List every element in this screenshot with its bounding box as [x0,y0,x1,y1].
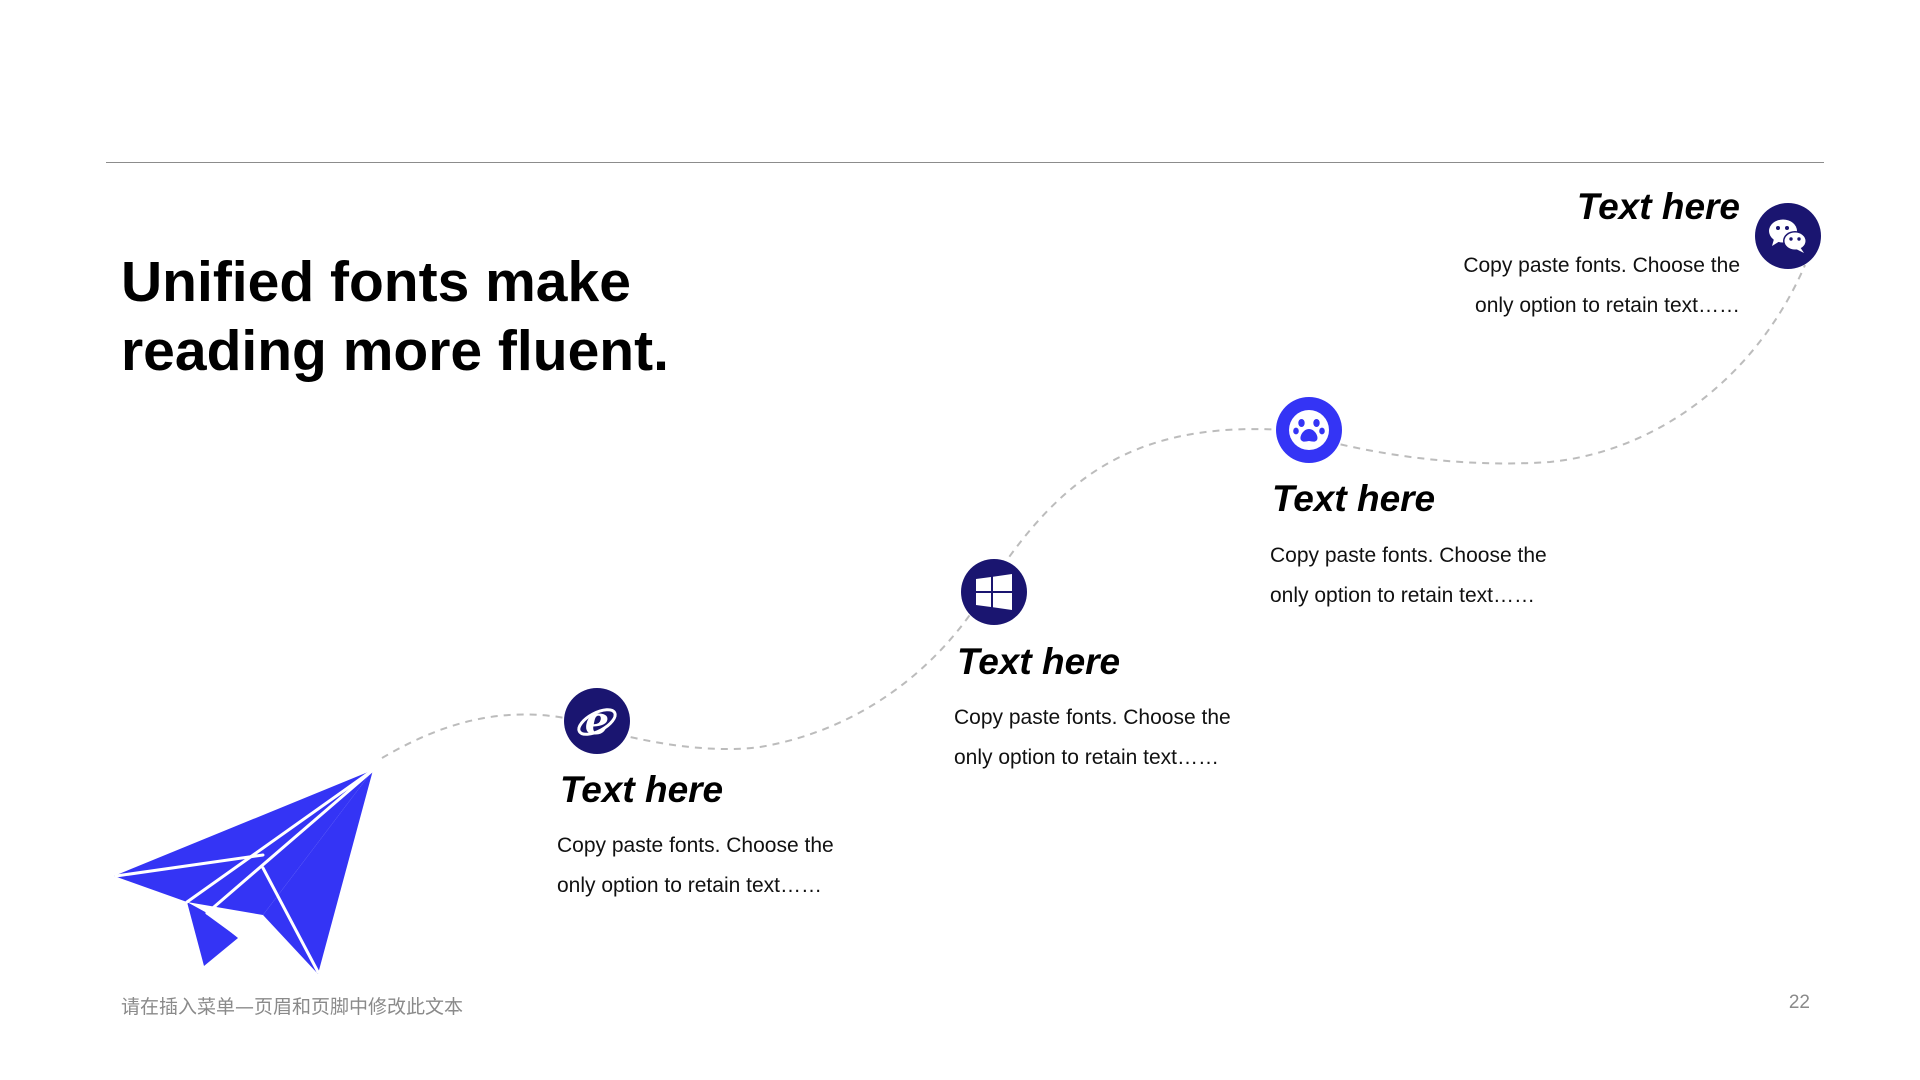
step-1-icon-badge: e [564,688,630,754]
step-2-heading: Text here [957,641,1121,682]
step-3-description: Copy paste fonts. Choose the only option… [1270,536,1590,616]
step-4-desc-line-2: only option to retain text…… [1475,294,1740,317]
step-4-heading: Text here [1576,186,1740,227]
step-1-heading: Text here [560,769,724,810]
step-3-heading: Text here [1272,478,1436,519]
slide-title: Unified fonts make reading more fluent. [121,248,821,386]
svg-text:e: e [585,699,609,743]
footer-text: 请在插入菜单—页眉和页脚中修改此文本 [121,996,464,1018]
step-2-desc-line-2: only option to retain text…… [954,746,1219,769]
step-2-description: Copy paste fonts. Choose the only option… [954,698,1274,778]
step-1-desc-line-1: Copy paste fonts. Choose the [557,834,834,857]
step-1-description: Copy paste fonts. Choose the only option… [557,826,877,906]
step-1-desc-line-2: only option to retain text…… [557,874,822,897]
page-number: 22 [1788,992,1810,1013]
step-3-icon-badge [1276,397,1342,463]
wechat-icon [1769,219,1807,253]
step-4-icon-badge [1755,203,1821,269]
step-2-icon-badge [961,559,1027,625]
step-3-desc-line-1: Copy paste fonts. Choose the [1270,544,1547,567]
baidu-paw-icon [1289,410,1329,450]
title-line-2: reading more fluent. [121,319,669,383]
step-4-desc-line-1: Copy paste fonts. Choose the [1463,254,1740,277]
header-divider [106,162,1824,163]
step-3-desc-line-2: only option to retain text…… [1270,584,1535,607]
title-line-1: Unified fonts make [121,250,631,314]
windows-icon [976,574,1012,610]
internet-explorer-icon: e [577,699,617,743]
step-4-description: Copy paste fonts. Choose the only option… [1420,246,1740,326]
step-2-desc-line-1: Copy paste fonts. Choose the [954,706,1231,729]
